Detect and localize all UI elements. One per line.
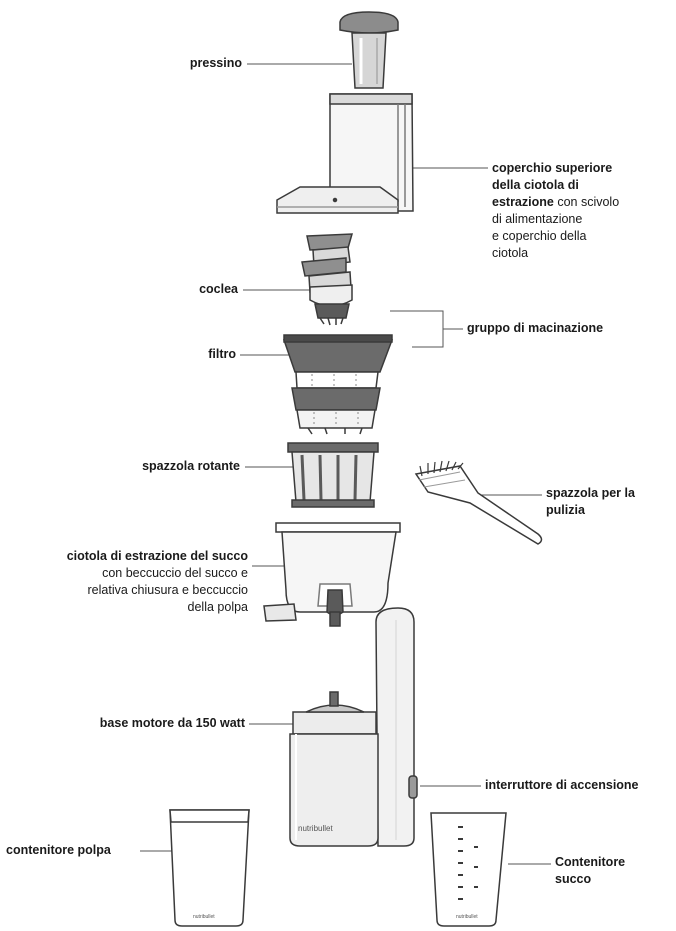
label-coperchio-line-5: e coperchio della bbox=[492, 229, 587, 243]
label-coperchio-line-6: ciotola bbox=[492, 246, 529, 260]
label-coperchio-line-1: coperchio superiore bbox=[492, 161, 613, 175]
label-ciotola-line-1: ciotola di estrazione del succo bbox=[66, 549, 248, 563]
rotating-brush-part bbox=[287, 442, 379, 508]
juice-container-brand-text: nutribullet bbox=[456, 914, 478, 920]
motor-base-part bbox=[289, 607, 418, 847]
label-interruttore: interruttore di accensione bbox=[485, 778, 639, 792]
label-ciotola-line-2: con beccuccio del succo e bbox=[102, 566, 248, 580]
label-coperchio: coperchio superiore della ciotola di est… bbox=[492, 160, 672, 262]
filter-part bbox=[282, 334, 394, 435]
label-ciotola: ciotola di estrazione del succo con becc… bbox=[8, 548, 248, 616]
label-coperchio-line-3: estrazione con scivolo bbox=[492, 194, 672, 211]
cleaning-brush-part bbox=[414, 460, 543, 545]
lid-part bbox=[276, 93, 414, 214]
label-spazzola-pulizia-line-1: spazzola per la bbox=[546, 486, 635, 500]
label-spazzola-pulizia: spazzola per la pulizia bbox=[546, 485, 671, 519]
label-coperchio-line-3-bold: estrazione bbox=[492, 195, 554, 209]
label-contenitore-succo-line-2: succo bbox=[555, 872, 592, 886]
leader-gruppo-bracket bbox=[390, 310, 463, 348]
pulp-container-part bbox=[169, 809, 250, 927]
juicing-bowl-part bbox=[263, 522, 401, 627]
label-spazzola-pulizia-line-2: pulizia bbox=[546, 503, 585, 517]
label-coperchio-line-4: di alimentazione bbox=[492, 212, 583, 226]
auger-part bbox=[301, 233, 354, 326]
label-pressino: pressino bbox=[189, 56, 242, 70]
label-ciotola-line-3: relativa chiusura e beccuccio bbox=[87, 583, 249, 597]
label-spazzola-rotante: spazzola rotante bbox=[142, 459, 240, 473]
base-brand-text: nutribullet bbox=[298, 824, 333, 833]
label-ciotola-line-4: della polpa bbox=[187, 600, 248, 614]
label-coclea: coclea bbox=[199, 282, 238, 296]
label-contenitore-succo-line-1: Contenitore bbox=[555, 855, 626, 869]
label-coperchio-line-3-rest: con scivolo bbox=[553, 195, 620, 209]
label-contenitore-polpa: contenitore polpa bbox=[6, 843, 111, 857]
pusher-part bbox=[339, 11, 399, 89]
label-filtro: filtro bbox=[208, 347, 236, 361]
pulp-container-brand-text: nutribullet bbox=[193, 914, 215, 920]
label-coperchio-line-2: della ciotola di bbox=[492, 178, 579, 192]
label-contenitore-succo: Contenitore succo bbox=[555, 854, 670, 888]
juice-container-part bbox=[430, 812, 507, 927]
label-base-motore: base motore da 150 watt bbox=[99, 716, 245, 730]
label-gruppo: gruppo di macinazione bbox=[467, 321, 604, 335]
